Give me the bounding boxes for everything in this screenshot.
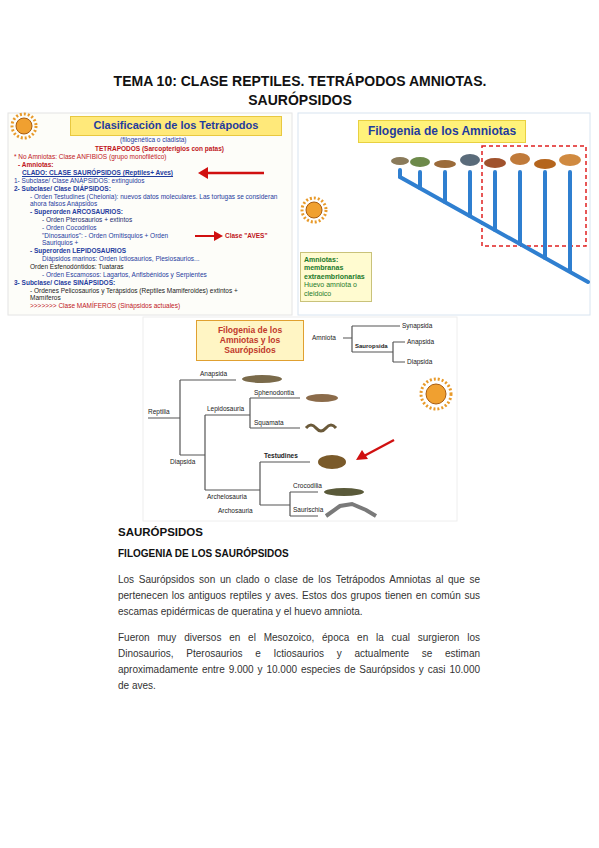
slide-line: 1- Subclase/ Clase ANÁPSIDOS: extinguido… <box>14 177 284 184</box>
tree-lines <box>148 380 318 516</box>
tuatara-icon <box>306 394 338 402</box>
animal-icon <box>510 153 530 165</box>
cladogram-branch <box>418 172 422 188</box>
slide-line: 2- Subclase/ Clase DIÁPSIDOS: <box>14 185 284 192</box>
tree-label: Squamata <box>254 419 284 426</box>
title-box: Clasificación de los Tetrápodos <box>70 116 282 136</box>
slide-line: - Orden Escamosos: Lagartos, Anfisbénido… <box>42 271 282 278</box>
subsection-heading: FILOGENIA DE LOS SAURÓPSIDOS <box>118 548 480 560</box>
tree-label: Crocodilia <box>293 482 322 489</box>
tree-label: Anapsida <box>407 338 434 345</box>
slide-subtitle: (filogenética o cladista) <box>120 136 280 143</box>
sun-icon <box>306 202 322 218</box>
dinosaur-icon <box>326 504 376 516</box>
tree-label: Sauropsida <box>355 343 388 350</box>
slide-line: CLADO: CLASE SAURÓPSIDOS (Reptiles+ Aves… <box>22 169 197 176</box>
sun-rays <box>12 114 36 138</box>
slide-line: - Ordenes Pelicosaurios y Terápsidos (Re… <box>30 287 250 301</box>
cladogram-branch <box>468 172 472 216</box>
turtle-icon <box>318 455 346 469</box>
animal-icon <box>534 159 556 169</box>
animal-icon <box>434 160 456 168</box>
tree-label: Saurischia <box>293 506 323 513</box>
tree-label: Amniota <box>312 334 336 341</box>
tree-label: Sphenodontia <box>254 389 294 396</box>
cladogram <box>400 170 588 282</box>
tree-label: Diapsida <box>170 458 195 465</box>
slide-line: Orden Esfenodóntidos: Tuataras <box>30 263 280 270</box>
classification-slide <box>8 113 292 315</box>
tree-label: Testudines <box>264 452 298 459</box>
arrow-head <box>198 167 208 179</box>
anapsid-icon <box>242 375 282 383</box>
sauropsid-phylogeny-slide <box>143 317 457 521</box>
title-box: Filogenia de los Amniotas <box>358 120 526 143</box>
animal-icon <box>484 158 506 168</box>
slide-line: - Superorden ARCOSAURIOS: <box>30 208 280 215</box>
arrow-head <box>214 231 223 241</box>
slide-line: TETRAPODOS (Sarcopterigios con patas) <box>95 145 285 152</box>
tree-label: Reptilia <box>148 408 170 415</box>
arrow-head <box>356 450 368 460</box>
tree-label: Anapsida <box>200 370 227 377</box>
slide-line: - Superorden LEPIDOSAURIOS <box>30 247 280 254</box>
sun-icon <box>16 118 32 134</box>
body-paragraph: Fueron muy diversos en el Mesozoico, épo… <box>118 630 480 694</box>
cladogram-branch <box>493 172 497 230</box>
animal-icons <box>391 153 581 169</box>
title-box: Filogenia de los Amniotas y los Saurópsi… <box>196 320 304 361</box>
sun-rays <box>302 198 326 222</box>
slide-ground <box>8 113 292 315</box>
cladogram-spine <box>400 170 588 282</box>
tree-label: Archosauria <box>218 507 253 514</box>
slide-line: >>>>>>> Clase MAMÍFEROS (Sinápsidos actu… <box>30 302 285 309</box>
title-box: Amniotas: membranas extraembrionariasHue… <box>300 252 372 302</box>
main-tree <box>148 380 318 516</box>
slide-line: "Dinosaurios": - Orden Ornitisquios + Or… <box>42 232 192 246</box>
box-text: Clasificación de los Tetrápodos <box>75 119 277 132</box>
animal-icon <box>559 154 581 166</box>
sun-rays <box>421 379 451 409</box>
tree-label: Diapsida <box>407 358 432 365</box>
slide-line: - Orden Testudines (Chelonia): nuevos da… <box>30 193 285 207</box>
snake-icon <box>306 425 336 431</box>
box-text: Amniotas: membranas extraembrionarias <box>304 256 368 281</box>
slide-line: * No Amniotas: Clase ANFIBIOS (grupo mon… <box>14 153 284 160</box>
box-text: Filogenia de los Amniotas <box>363 124 521 138</box>
slide-line: - Orden Cocodrilos <box>42 224 282 231</box>
animal-icon <box>460 154 480 166</box>
red-arrow <box>364 440 394 456</box>
sun-icon <box>426 384 446 404</box>
slide-line: 3- Subclase/ Clase SINÁPSIDOS: <box>14 279 284 286</box>
slide-line: - Amniotas: <box>18 161 118 168</box>
cladogram-branch <box>518 172 522 244</box>
cladogram-branch <box>568 172 572 271</box>
slide-line: Clase "AVES" <box>225 232 268 239</box>
slide-ground <box>298 113 590 315</box>
tree-lines <box>343 326 405 362</box>
page-title: TEMA 10: CLASE REPTILES. TETRÁPODOS AMNI… <box>80 72 520 110</box>
red-arrow <box>195 235 215 237</box>
box-text: Filogenia de los Amniotas y los Saurópsi… <box>201 325 299 356</box>
cladogram-branch <box>543 172 547 258</box>
tree-label: Archelosauria <box>207 493 247 500</box>
section-heading: SAURÓPSIDOS <box>118 526 418 540</box>
animal-icon <box>410 157 430 167</box>
animal-icon <box>391 157 409 165</box>
animal-icons <box>242 375 376 516</box>
tree-label: Synapsida <box>402 322 432 329</box>
slide-ground <box>143 317 457 521</box>
slide-line: Diápsidos marinos: Orden Ictiosaurios, P… <box>42 255 282 262</box>
small-tree <box>343 326 405 362</box>
slide-line: - Orden Pterosaurios + extintos <box>42 216 282 223</box>
cladogram-branch <box>443 172 447 202</box>
box-text: Huevo amniota o cleidoico <box>304 281 368 298</box>
tree-label: Lepidosauria <box>207 405 244 412</box>
amniote-phylogeny-slide <box>298 113 590 315</box>
crocodile-icon <box>324 488 364 496</box>
body-paragraph: Los Saurópsidos son un clado o clase de … <box>118 572 480 620</box>
red-arrow <box>206 172 264 175</box>
